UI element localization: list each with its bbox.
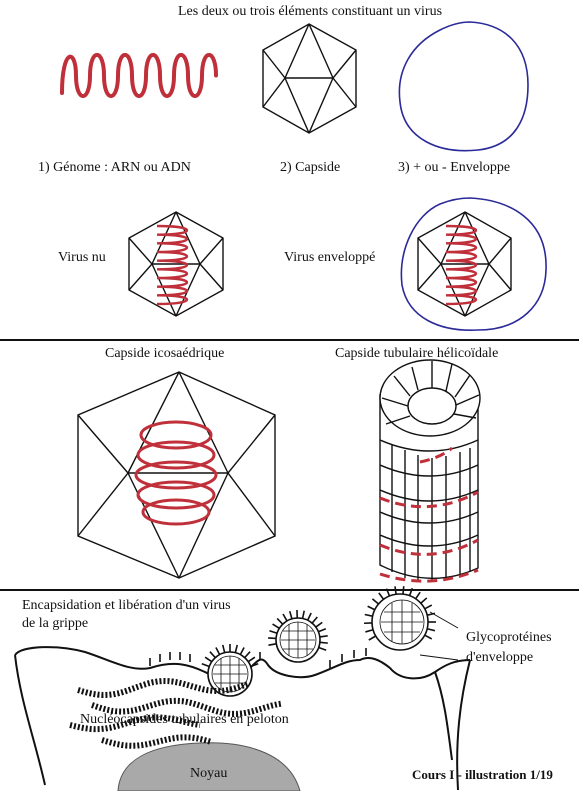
glycoprotein-spike: [247, 656, 256, 663]
glycoprotein-spike: [315, 621, 323, 628]
glycoprotein-spike: [209, 651, 216, 659]
nucleocapsid-label: Nucléocapsides tubulaires en peloton: [80, 712, 289, 727]
glycoprotein-spike: [319, 641, 328, 644]
glycoprotein-spike: [282, 613, 288, 622]
genome-label: 1) Génome : ARN ou ADN: [38, 160, 191, 175]
glycoprotein-label-line1: Glycoprotéines: [466, 630, 552, 645]
glycoprotein-spike: [250, 662, 259, 668]
glycoprotein-spike: [272, 623, 280, 630]
glycoprotein-spike: [276, 617, 284, 625]
glycoprotein-spike: [244, 651, 251, 659]
section3-title-line1: Encapsidation et libération d'un virus: [22, 598, 231, 613]
helical-capsid-tube: [379, 359, 481, 583]
glycoprotein-spike: [378, 592, 385, 600]
glycoprotein-label-line2: d'enveloppe: [466, 650, 534, 665]
nucleocapsid-tube: [101, 734, 213, 749]
genome-helix: [156, 224, 189, 306]
glycoprotein-spike: [201, 662, 210, 668]
cell-membrane: [14, 646, 471, 791]
helical-capsid-label: Capside tubulaire hélicoïdale: [335, 346, 499, 361]
section3-title-line2: de la grippe: [22, 616, 89, 631]
glycoprotein-spike: [318, 628, 327, 633]
glycoprotein-spike: [414, 591, 421, 600]
section1-title: Les deux ou trois éléments constituant u…: [178, 4, 443, 19]
nucleus-shape: [117, 742, 301, 791]
genome-strand: [60, 53, 218, 98]
glycoprotein-spike: [364, 613, 373, 617]
genome-coil: [134, 420, 218, 526]
naked-virus: [128, 211, 224, 317]
glycoprotein-spike: [234, 644, 239, 653]
glycoprotein-spike: [424, 604, 433, 610]
footer-caption: Cours I - illustration 1/19: [412, 767, 553, 782]
tubular-nucleocapsids: [69, 677, 283, 749]
naked-virus-label: Virus nu: [58, 250, 106, 265]
glycoprotein-spike: [426, 627, 436, 632]
nucleocapsid-mesh: [211, 599, 425, 693]
nucleocapsid-tube: [77, 677, 250, 699]
nucleocapsid-tube: [91, 697, 283, 717]
budding-virion: [207, 593, 429, 697]
genome-helix: [445, 224, 478, 306]
capsid-icosahedron-small: [262, 23, 357, 134]
glycoprotein-spike: [301, 610, 306, 619]
glycoprotein-spike: [319, 635, 328, 638]
envelope-outline: [400, 197, 547, 331]
glycoprotein-spike: [215, 647, 221, 655]
glycoprotein-spike: [408, 587, 414, 596]
glycoprotein-spike: [221, 644, 226, 653]
glycoprotein-spike: [368, 635, 377, 641]
glycoprotein-spike: [311, 616, 318, 624]
glycoprotein-spike: [402, 586, 405, 595]
glycoprotein-spike: [424, 634, 433, 640]
capsid-label: 2) Capside: [280, 160, 341, 175]
glycoprotein-spike: [268, 637, 277, 640]
glycoprotein-spike: [394, 586, 397, 595]
glycoprotein-spike: [385, 588, 391, 597]
envelope-outline: [398, 21, 529, 152]
glycoprotein-spike: [288, 610, 293, 620]
icosahedral-capsid-label: Capside icosaédrique: [105, 346, 225, 361]
glycoprotein-spike: [306, 612, 312, 621]
nucleus-label: Noyau: [190, 766, 228, 781]
envelope-label: 3) + ou - Enveloppe: [398, 160, 511, 175]
glycoprotein-spike: [239, 647, 245, 655]
glycoprotein-spike: [318, 646, 327, 652]
glycoprotein-spikes: [149, 586, 436, 668]
glycoprotein-spike: [204, 656, 213, 663]
glycoprotein-spike: [268, 643, 277, 646]
glycoprotein-spike: [371, 598, 380, 605]
enveloped-virus: [400, 197, 547, 331]
glycoprotein-spike: [367, 605, 376, 611]
glycoprotein-spike: [269, 629, 278, 634]
enveloped-virus-label: Virus enveloppé: [284, 250, 376, 265]
icosahedral-capsid-large: [77, 371, 276, 579]
glycoprotein-spike: [420, 597, 428, 604]
glycoprotein-pointer: [419, 611, 459, 661]
glycoprotein-spike: [365, 628, 374, 633]
